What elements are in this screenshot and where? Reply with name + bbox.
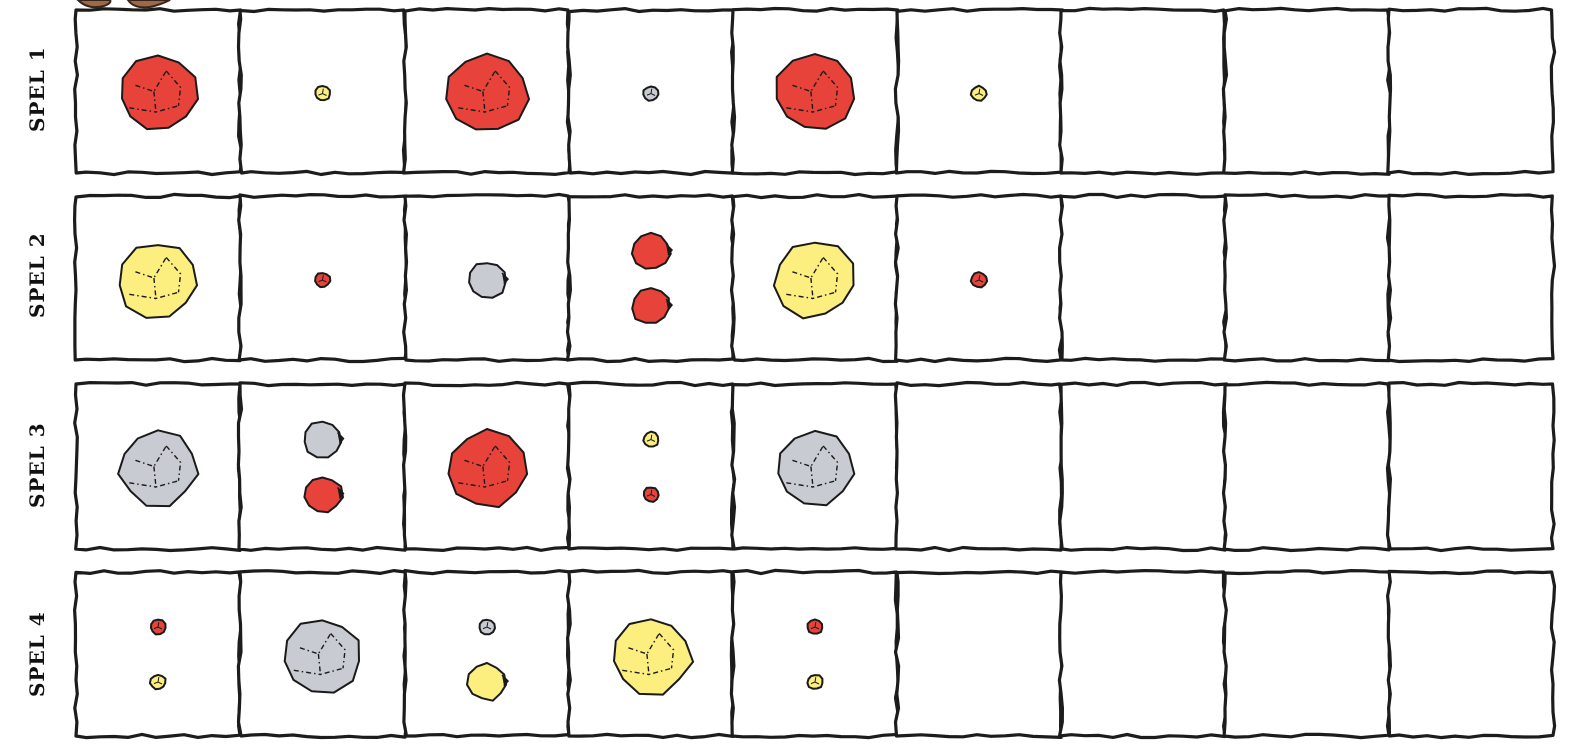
grid-cell: [1224, 194, 1391, 361]
cell-frame: [731, 570, 898, 737]
grid-cell: [568, 382, 735, 550]
cell-frame: [895, 383, 1062, 551]
red-small-rock: [971, 272, 987, 287]
grid-cell: [75, 9, 242, 175]
red-small-rock: [151, 620, 166, 635]
game-row-3: [75, 382, 1555, 550]
grid-cell: [404, 571, 571, 737]
cell-frame: [1060, 383, 1227, 551]
grid-cell: [895, 9, 1062, 174]
grid-cell: [404, 194, 571, 361]
grid-cell: [1388, 194, 1554, 361]
cell-frame: [568, 382, 735, 550]
grid-cell: [75, 194, 242, 361]
row-label-3: SPEL 3: [25, 422, 49, 508]
grid-cell: [404, 383, 571, 551]
cell-frame: [1388, 571, 1555, 738]
grid-cell: [75, 571, 242, 738]
cell-frame: [1224, 571, 1391, 738]
row-label-4: SPEL 4: [25, 611, 49, 697]
grid-cell: [239, 9, 407, 174]
rock-body: [632, 288, 669, 323]
red-small-rock: [644, 488, 659, 502]
cell-frame: [1060, 195, 1227, 362]
red-small-rock: [315, 273, 330, 287]
yellow-small-rock: [316, 86, 330, 100]
gray-large-rock: [285, 620, 359, 692]
game-row-1: [75, 8, 1555, 174]
grid-cell: [895, 383, 1062, 551]
grid-cell: [732, 9, 899, 175]
grid-cell: [568, 9, 735, 175]
row-label-2: SPEL 2: [25, 232, 49, 318]
cell-frame: [1388, 8, 1555, 174]
gray-small-rock: [643, 87, 658, 101]
grid-cell: [239, 195, 407, 362]
gray-small-rock: [480, 620, 495, 635]
grid-cell: [1060, 195, 1227, 362]
grid-cell: [732, 195, 899, 362]
cell-frame: [1224, 382, 1391, 550]
grid-cell: [896, 571, 1063, 737]
grid-cell: [75, 383, 242, 551]
cell-frame: [1388, 383, 1555, 551]
cell-frame: [75, 571, 242, 738]
grid-cell: [1224, 571, 1391, 738]
cell-frame: [1224, 194, 1391, 361]
creature-feet-decoration: [78, 0, 170, 7]
grid-cell: [895, 195, 1062, 362]
rock-body: [469, 263, 505, 298]
grid-cell: [1388, 8, 1555, 174]
cell-frame: [896, 571, 1063, 737]
grid-cell: [1060, 8, 1226, 174]
grid-cell: [1224, 382, 1391, 550]
grid-cell: [731, 570, 898, 737]
grid-cell: [238, 571, 406, 738]
yellow-small-rock: [807, 675, 822, 689]
grid-cell: [732, 383, 899, 550]
grid-cell: [567, 195, 734, 362]
yellow-small-rock: [643, 432, 658, 447]
score-grid: [75, 8, 1555, 737]
grid-cell: [1388, 383, 1555, 551]
grid-cell: [238, 383, 406, 551]
grid-cell: [1388, 571, 1555, 738]
grid-cell: [1223, 8, 1390, 174]
yellow-small-rock: [150, 675, 166, 689]
game-row-4: [75, 570, 1555, 737]
cell-frame: [1388, 194, 1554, 361]
grid-cell: [404, 9, 570, 175]
cell-frame: [1059, 571, 1226, 738]
cell-frame: [1060, 8, 1226, 174]
cell-frame: [238, 383, 406, 551]
rock-body: [305, 422, 342, 458]
row-labels: SPEL 1 SPEL 2 SPEL 3 SPEL 4: [25, 46, 49, 697]
cell-frame: [567, 195, 734, 362]
cell-frame: [404, 571, 571, 737]
grid-cell: [1059, 571, 1226, 738]
grid-cell: [1060, 383, 1227, 551]
game-row-2: [75, 194, 1555, 361]
grid-cell: [568, 570, 735, 737]
row-label-1: SPEL 1: [25, 46, 49, 132]
rock-body: [285, 620, 359, 692]
red-small-rock: [808, 620, 823, 634]
cell-frame: [1223, 8, 1390, 174]
